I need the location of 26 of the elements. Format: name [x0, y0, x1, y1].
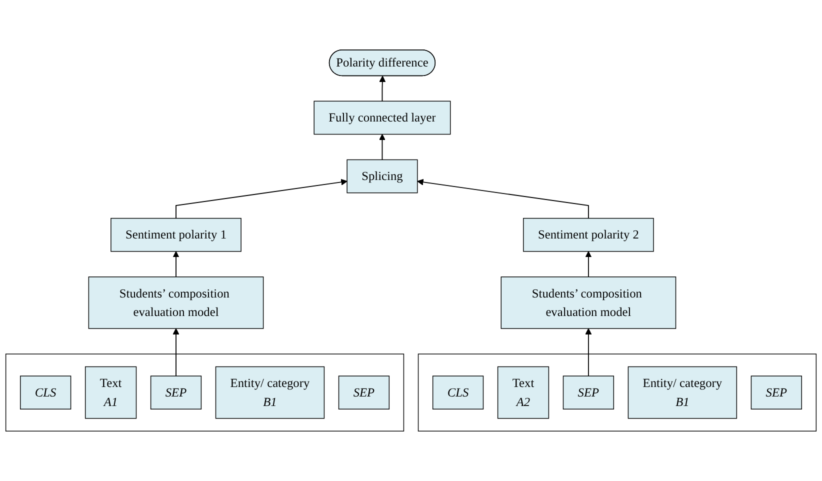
node-box: Sentiment polarity 1 [110, 218, 242, 252]
cluster [418, 354, 817, 432]
arrow [417, 178, 589, 219]
node-box: Sentiment polarity 2 [523, 218, 654, 252]
arrow [585, 328, 592, 376]
arrow [379, 76, 386, 102]
node-box: Text A1 [84, 366, 137, 419]
node-box: SEP [150, 376, 202, 410]
arrow [379, 134, 386, 160]
node-box: Entity/ category B1 [628, 366, 738, 419]
arrow [585, 251, 592, 278]
node-box: CLS [432, 376, 484, 410]
arrow [172, 251, 180, 278]
node-box: Text A2 [497, 366, 550, 419]
cluster [5, 354, 404, 432]
node-box: SEP [338, 376, 390, 410]
node-box: Entity/ category B1 [215, 366, 325, 419]
node-box: Splicing [346, 159, 418, 194]
arrow [172, 328, 180, 376]
node-box: SEP [750, 376, 802, 410]
node-box: Students’ composition evaluation model [500, 276, 676, 329]
node-box: SEP [562, 376, 614, 410]
node-box: Students’ composition evaluation model [88, 276, 264, 329]
node-box: Fully connected layer [314, 100, 451, 135]
arrow [176, 178, 348, 219]
node-box: CLS [20, 376, 72, 410]
